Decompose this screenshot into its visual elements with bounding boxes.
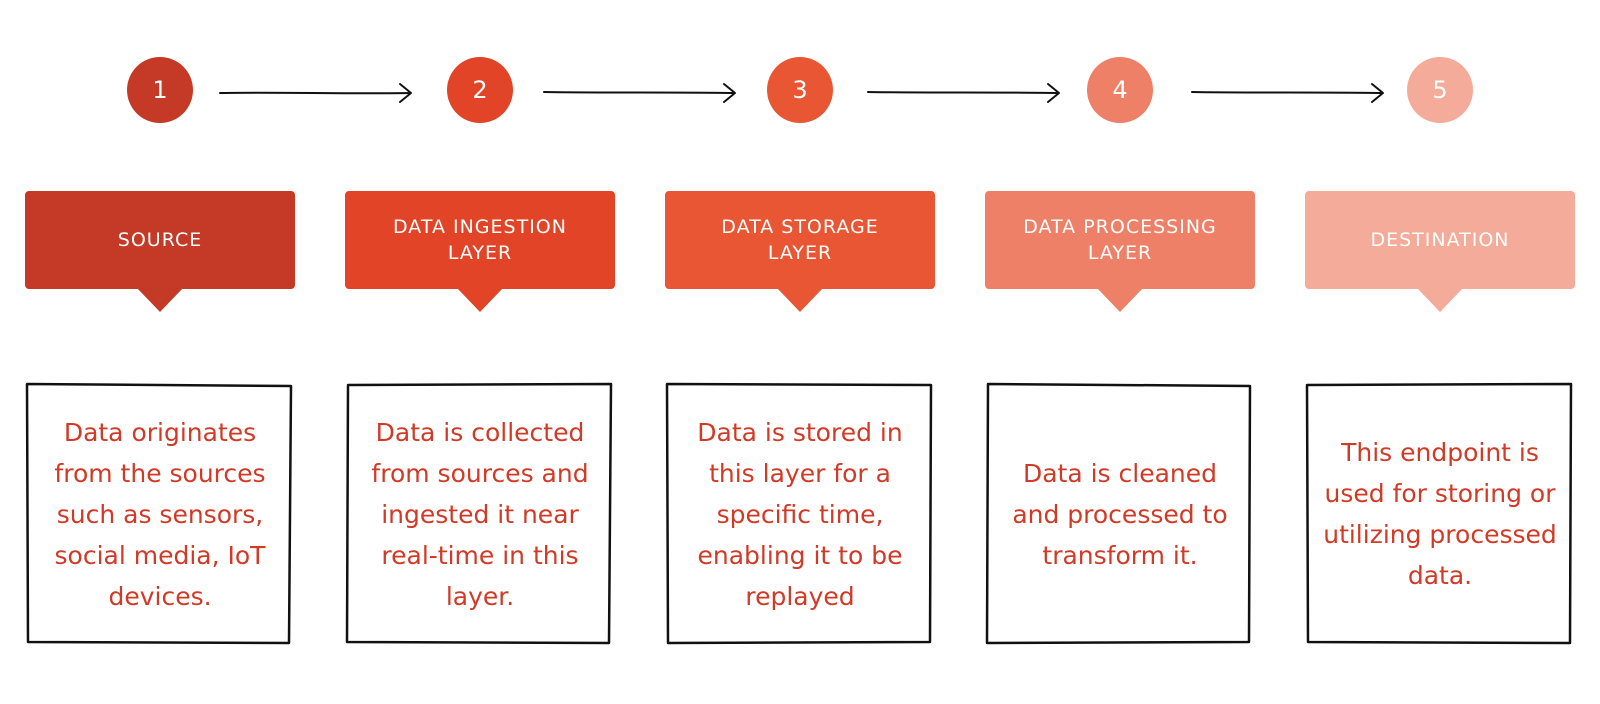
step-4-description: Data is cleaned and processed to transfo… bbox=[1012, 458, 1228, 570]
step-5-circle: 5 bbox=[1407, 57, 1473, 123]
step-5-header: DESTINATION bbox=[1305, 191, 1575, 289]
arrow-3-to-4-icon bbox=[867, 83, 1060, 103]
step-3-description: Data is stored in this layer for a speci… bbox=[697, 417, 903, 611]
step-4-circle: 4 bbox=[1087, 57, 1153, 123]
step-5-pointer bbox=[1417, 288, 1463, 312]
step-5-description: This endpoint is used for storing or uti… bbox=[1323, 438, 1557, 590]
step-1-circle: 1 bbox=[127, 57, 193, 123]
step-5-number: 5 bbox=[1432, 76, 1448, 104]
step-4-title: DATA PROCESSING LAYER bbox=[1023, 216, 1217, 264]
step-2-header: DATA INGESTION LAYER bbox=[345, 191, 615, 289]
step-2-description-box: Data is collected from sources and inges… bbox=[345, 381, 615, 647]
step-3-number: 3 bbox=[792, 76, 808, 104]
step-3-circle: 3 bbox=[767, 57, 833, 123]
step-1-pointer bbox=[137, 288, 183, 312]
step-2-description: Data is collected from sources and inges… bbox=[371, 417, 589, 611]
arrow-4-to-5-icon bbox=[1191, 83, 1384, 103]
step-4-number: 4 bbox=[1112, 76, 1128, 104]
step-3-pointer bbox=[777, 288, 823, 312]
step-4-description-box: Data is cleaned and processed to transfo… bbox=[985, 381, 1255, 647]
step-2-number: 2 bbox=[472, 76, 488, 104]
step-1-number: 1 bbox=[152, 76, 168, 104]
step-1-title: SOURCE bbox=[117, 229, 203, 251]
step-3-title: DATA STORAGE LAYER bbox=[721, 216, 879, 264]
step-3-description-box: Data is stored in this layer for a speci… bbox=[665, 381, 935, 647]
arrow-1-to-2-icon bbox=[219, 83, 412, 103]
step-2-circle: 2 bbox=[447, 57, 513, 123]
arrow-2-to-3-icon bbox=[543, 83, 736, 103]
step-1-description: Data originates from the sources such as… bbox=[54, 417, 266, 611]
step-4-pointer bbox=[1097, 288, 1143, 312]
step-5-title: DESTINATION bbox=[1370, 229, 1510, 251]
step-4-header: DATA PROCESSING LAYER bbox=[985, 191, 1255, 289]
step-1-description-box: Data originates from the sources such as… bbox=[25, 381, 295, 647]
step-2-title: DATA INGESTION LAYER bbox=[393, 216, 567, 264]
step-1-header: SOURCE bbox=[25, 191, 295, 289]
step-2-pointer bbox=[457, 288, 503, 312]
step-3-header: DATA STORAGE LAYER bbox=[665, 191, 935, 289]
step-5-description-box: This endpoint is used for storing or uti… bbox=[1305, 381, 1575, 647]
